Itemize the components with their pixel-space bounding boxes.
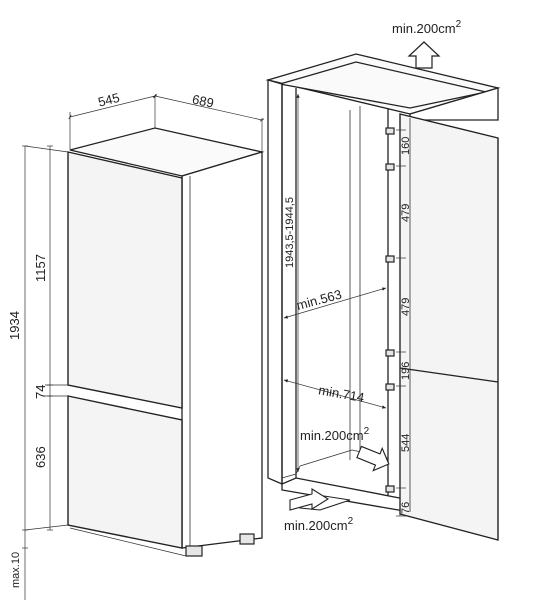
niche-height-label: 1943,5-1944,5 [284,197,296,268]
niche-depth-label: min.714 [317,382,365,405]
vent-middle-label: min.200cm2 [300,426,370,443]
dim-depth-label: 689 [191,91,215,110]
hinge-dim-2: 479 [400,204,412,222]
fridge-foot-front [185,545,203,557]
hinge-dim-1: 160 [400,137,412,155]
cabinet-left-wall [267,79,283,485]
dim-width-label: 545 [96,90,121,110]
vent-middle-arrow-icon [356,445,390,472]
fridge-foot-back [239,533,255,545]
hinge-dim-6: 76 [400,502,412,514]
dim-max-gap-label: max.10 [10,552,22,588]
fridge-side [181,151,263,549]
dim-total-height-label: 1934 [7,311,22,340]
svg-text:min.200cm2: min.200cm2 [392,19,462,36]
vent-top-label: min.200cm2 [392,19,462,36]
hinge-dim-4: 196 [400,362,412,380]
niche-drawing: min.200cm2 [265,19,501,541]
fridge-drawing: 545 689 1934 1157 74 636 max.10 [7,90,265,600]
vent-top-arrow-icon [407,41,441,69]
hinge-dim-3: 479 [400,298,412,316]
fridge-lower-door [67,395,183,549]
hinge-dim-5: 544 [400,434,412,452]
dim-gap-label: 74 [33,385,48,399]
svg-text:min.200cm2: min.200cm2 [284,516,354,533]
dim-bottom-height-label: 636 [33,446,48,468]
vent-bottom-arrow-shape [289,488,330,511]
cabinet-door [399,113,499,541]
vent-bottom-label: min.200cm2 [284,516,354,533]
niche-width-label: min.563 [295,287,344,313]
svg-text:min.200cm2: min.200cm2 [300,426,370,443]
dim-top-height-label: 1157 [33,254,48,282]
fridge-upper-door [67,151,183,409]
